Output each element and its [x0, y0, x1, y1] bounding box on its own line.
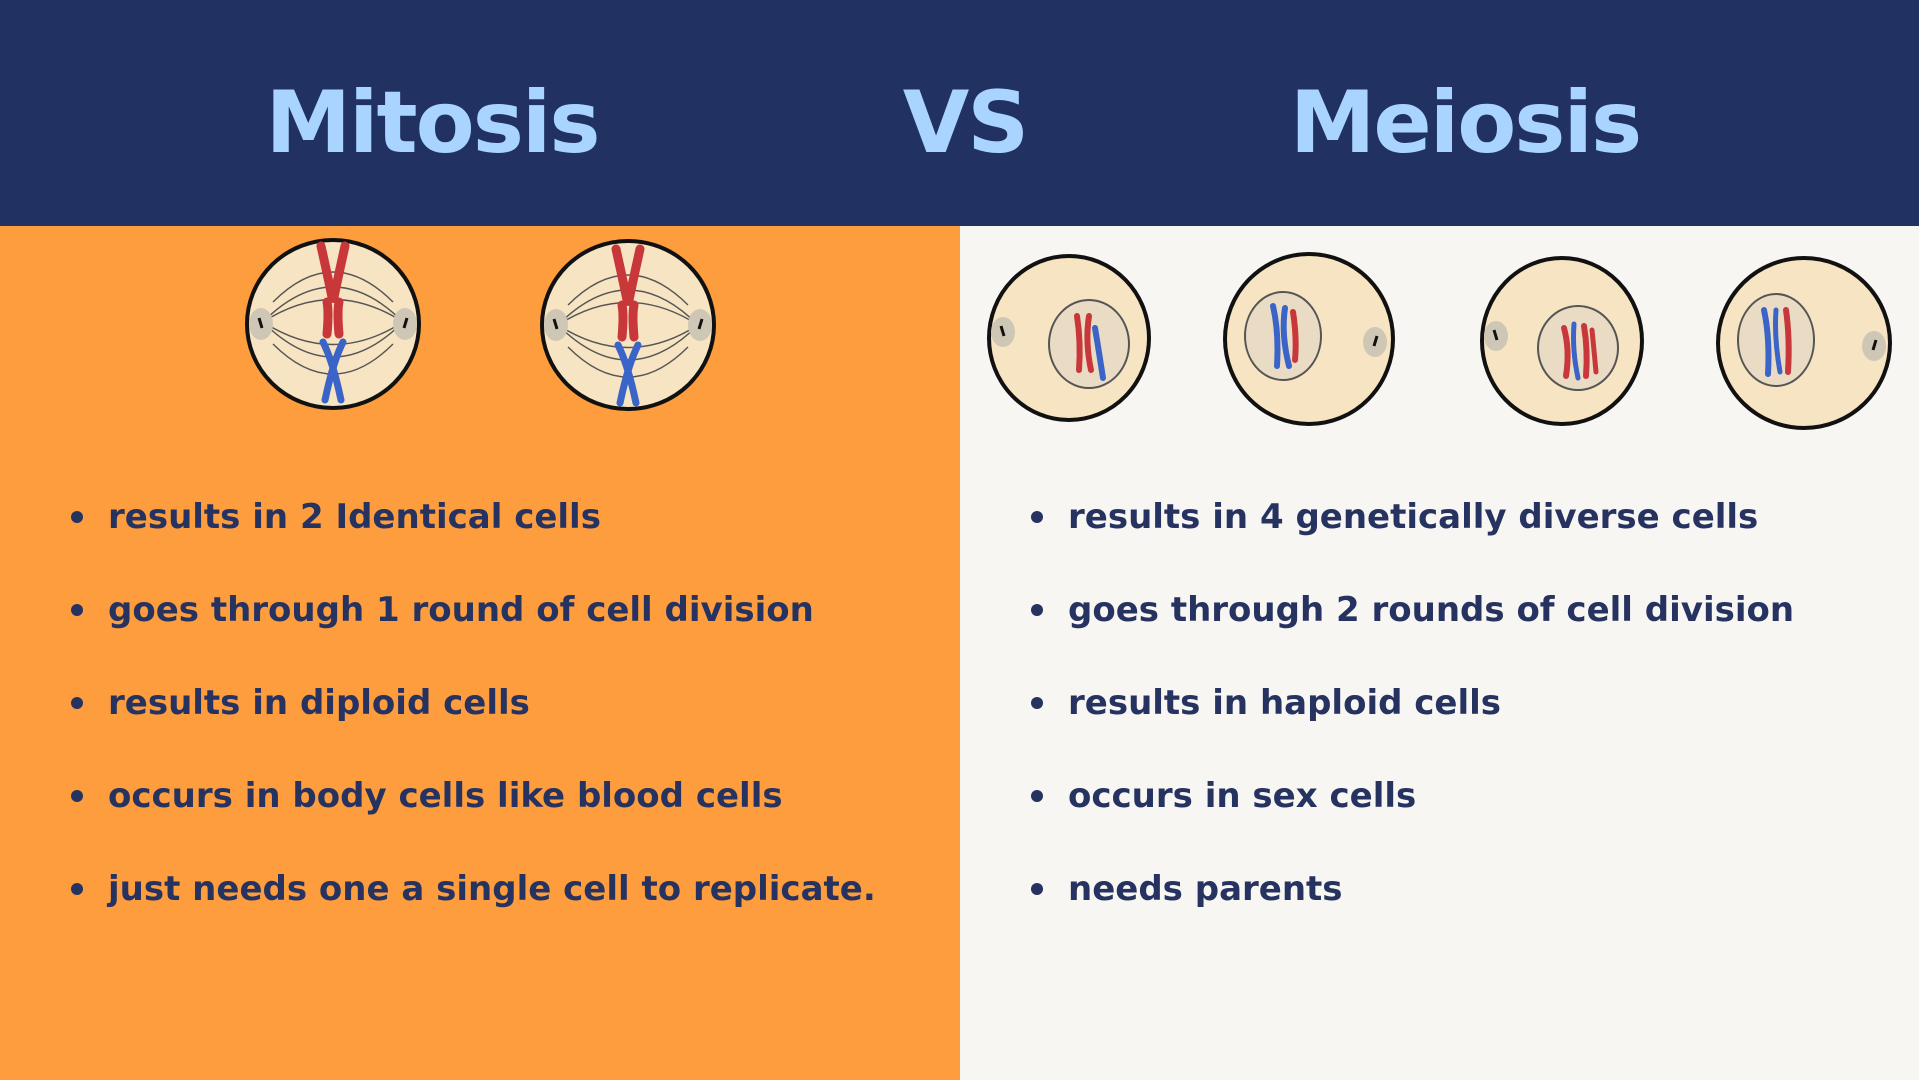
- list-item: results in haploid cells: [1031, 683, 1794, 776]
- fact-text: just needs one a single cell to replicat…: [108, 869, 876, 909]
- list-item: results in 4 genetically diverse cells: [1031, 497, 1794, 590]
- bullet-icon: [71, 790, 83, 802]
- mitosis-panel: [0, 226, 960, 1080]
- bullet-icon: [71, 883, 83, 895]
- meiosis-cell-illustration: [1221, 250, 1397, 428]
- list-item: results in diploid cells: [71, 683, 876, 776]
- list-item: occurs in sex cells: [1031, 776, 1794, 869]
- fact-text: occurs in sex cells: [1068, 776, 1417, 816]
- fact-text: results in haploid cells: [1068, 683, 1502, 723]
- meiosis-cell-illustration: [1714, 254, 1894, 432]
- bullet-icon: [1031, 511, 1043, 523]
- list-item: results in 2 Identical cells: [71, 497, 876, 590]
- bullet-icon: [71, 511, 83, 523]
- list-item: occurs in body cells like blood cells: [71, 776, 876, 869]
- fact-text: goes through 1 round of cell division: [108, 590, 814, 630]
- fact-text: needs parents: [1068, 869, 1343, 909]
- header-bar: Mitosis VS Meiosis: [0, 0, 1919, 226]
- fact-text: results in 2 Identical cells: [108, 497, 601, 537]
- bullet-icon: [1031, 697, 1043, 709]
- fact-text: results in diploid cells: [108, 683, 530, 723]
- fact-text: results in 4 genetically diverse cells: [1068, 497, 1759, 537]
- mitosis-title: Mitosis: [265, 73, 600, 173]
- bullet-icon: [71, 604, 83, 616]
- mitosis-facts-list: results in 2 Identical cells goes throug…: [71, 497, 876, 962]
- meiosis-cell-illustration: [1478, 254, 1646, 428]
- fact-text: occurs in body cells like blood cells: [108, 776, 783, 816]
- bullet-icon: [1031, 790, 1043, 802]
- vs-label: VS: [902, 73, 1030, 173]
- list-item: goes through 2 rounds of cell division: [1031, 590, 1794, 683]
- bullet-icon: [1031, 604, 1043, 616]
- mitosis-cell-illustration: [538, 235, 718, 415]
- meiosis-title: Meiosis: [1289, 73, 1642, 173]
- fact-text: goes through 2 rounds of cell division: [1068, 590, 1795, 630]
- bullet-icon: [1031, 883, 1043, 895]
- list-item: just needs one a single cell to replicat…: [71, 869, 876, 962]
- meiosis-facts-list: results in 4 genetically diverse cells g…: [1031, 497, 1794, 962]
- list-item: goes through 1 round of cell division: [71, 590, 876, 683]
- meiosis-cell-illustration: [985, 252, 1153, 424]
- mitosis-cell-illustration: [243, 232, 423, 412]
- bullet-icon: [71, 697, 83, 709]
- list-item: needs parents: [1031, 869, 1794, 962]
